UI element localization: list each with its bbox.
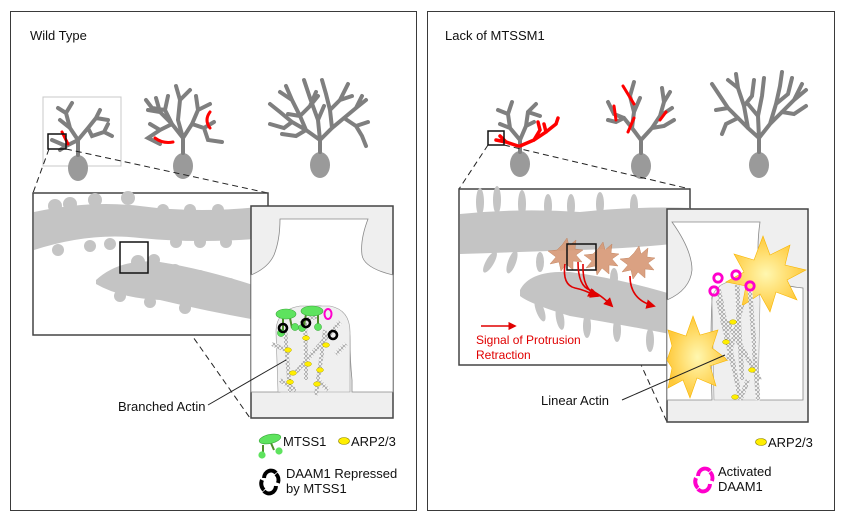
signal-retraction-label: Signal of Protrusion: [476, 333, 581, 347]
spine-zoom-box-mutant: [666, 208, 809, 423]
neuron-small-wildtype: [42, 96, 122, 181]
daam1-repressed-legend-icon: [259, 468, 281, 496]
mtss1-legend-icon: [258, 433, 283, 459]
panel-title: Lack of MTSSM1: [445, 28, 545, 43]
zoom-box: [47, 133, 67, 150]
daam1-repressed-legend-label: DAAM1 Repressed: [286, 466, 398, 481]
arp23-legend-icon: [755, 438, 767, 446]
daam1-active-icon: [323, 308, 333, 320]
neuron-small-mutant: [487, 100, 560, 177]
callout-line: [207, 359, 287, 406]
zoom-frame: [42, 96, 122, 167]
daam1-activated-legend-label: Activated: [718, 464, 772, 479]
arp23-legend-label: ARP2/3: [351, 434, 396, 449]
daam1-activated-icons: [708, 269, 756, 297]
dendrite-zoom-box-wildtype: [32, 191, 269, 336]
mtss1-legend-label: MTSS1: [283, 434, 327, 449]
arp23-complexes: [284, 335, 330, 387]
branched-actin-label: Branched Actin: [118, 399, 206, 414]
arp23-legend-icon: [338, 437, 350, 445]
arp23-legend-label: ARP2/3: [768, 435, 813, 450]
spine-zoom-box-wildtype: [250, 205, 394, 419]
callout-line: [621, 354, 726, 401]
retraction-signal-arrows: [563, 261, 656, 309]
daam1-repressed-icons: [277, 317, 339, 341]
neuron-medium-wildtype: [144, 84, 224, 179]
neuron-medium-mutant: [606, 80, 676, 179]
signal-retraction-label-line2: Retraction: [476, 348, 531, 362]
neuron-large-wildtype: [268, 78, 370, 178]
daam1-repressed-legend-label-line2: by MTSS1: [286, 481, 347, 496]
retraction-starbursts: [547, 237, 656, 280]
daam1-activated-legend-label-line2: DAAM1: [718, 479, 763, 494]
flash-bursts: [666, 235, 807, 399]
dendrite-zoom-box-mutant: [458, 186, 691, 366]
panel-title: Wild Type: [30, 28, 87, 43]
zoom-box: [487, 130, 505, 146]
neuron-large-mutant: [710, 70, 808, 178]
daam1-activated-legend-icon: [693, 466, 715, 494]
linear-actin-label: Linear Actin: [541, 393, 609, 408]
